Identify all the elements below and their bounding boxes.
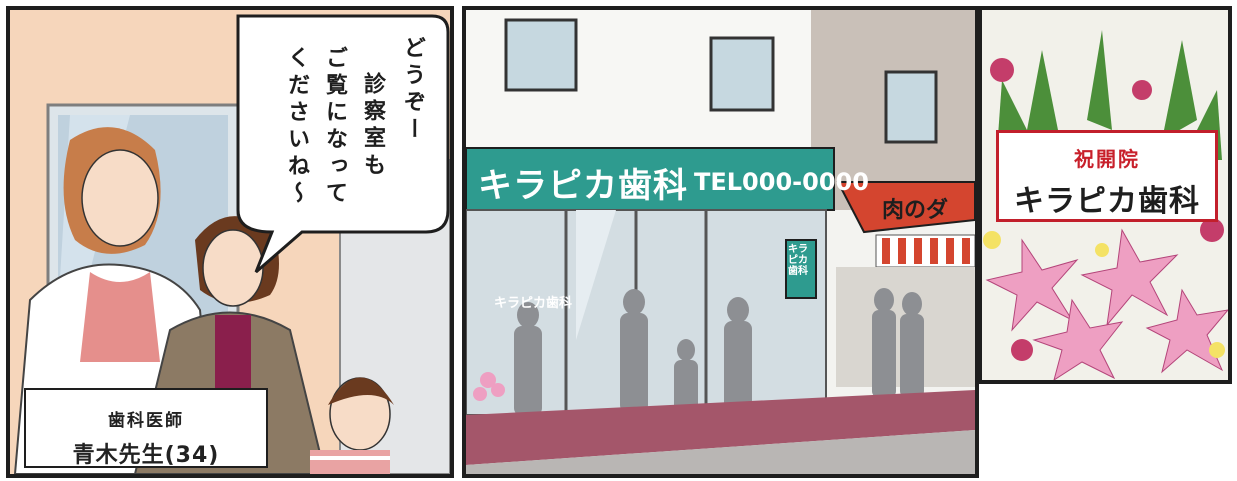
clinic-sign-tel: TEL000-0000 — [694, 168, 869, 196]
vertical-sign: キラピカ歯科 — [788, 244, 808, 277]
placard-heading: 祝開院 — [1074, 147, 1140, 171]
butcher-awning-text: 肉のダ — [882, 198, 949, 223]
character-caption: 歯科医師 青木先生(34) — [24, 388, 268, 468]
placard-clinic-name: キラピカ歯科 — [1014, 184, 1200, 219]
speech-line-3: ご覧になって — [322, 46, 348, 208]
speech-line-2: 診察室も — [360, 72, 386, 180]
interior-illustration — [10, 10, 450, 474]
clinic-sign-name: キラピカ歯科 — [478, 166, 688, 206]
congratulations-placard: 祝開院 キラピカ歯科 — [996, 130, 1218, 222]
panel-storefront: キラピカ歯科 TEL000-0000 キラピカ歯科 キラピカ歯科 肉のダ — [462, 6, 979, 478]
window-decal: キラピカ歯科 — [494, 296, 573, 311]
caption-name: 青木先生(34) — [72, 443, 220, 468]
panel-clinic-interior: どうぞー 診察室も ご覧になって くださいね～ 歯科医師 青木先生(34) — [6, 6, 454, 478]
storefront-illustration — [466, 10, 975, 474]
speech-line-1: どうぞー — [400, 36, 426, 144]
speech-line-4: くださいね～ — [284, 46, 310, 208]
caption-role: 歯科医師 — [108, 411, 184, 431]
panel-celebration-flowers: 祝開院 キラピカ歯科 — [978, 6, 1232, 384]
